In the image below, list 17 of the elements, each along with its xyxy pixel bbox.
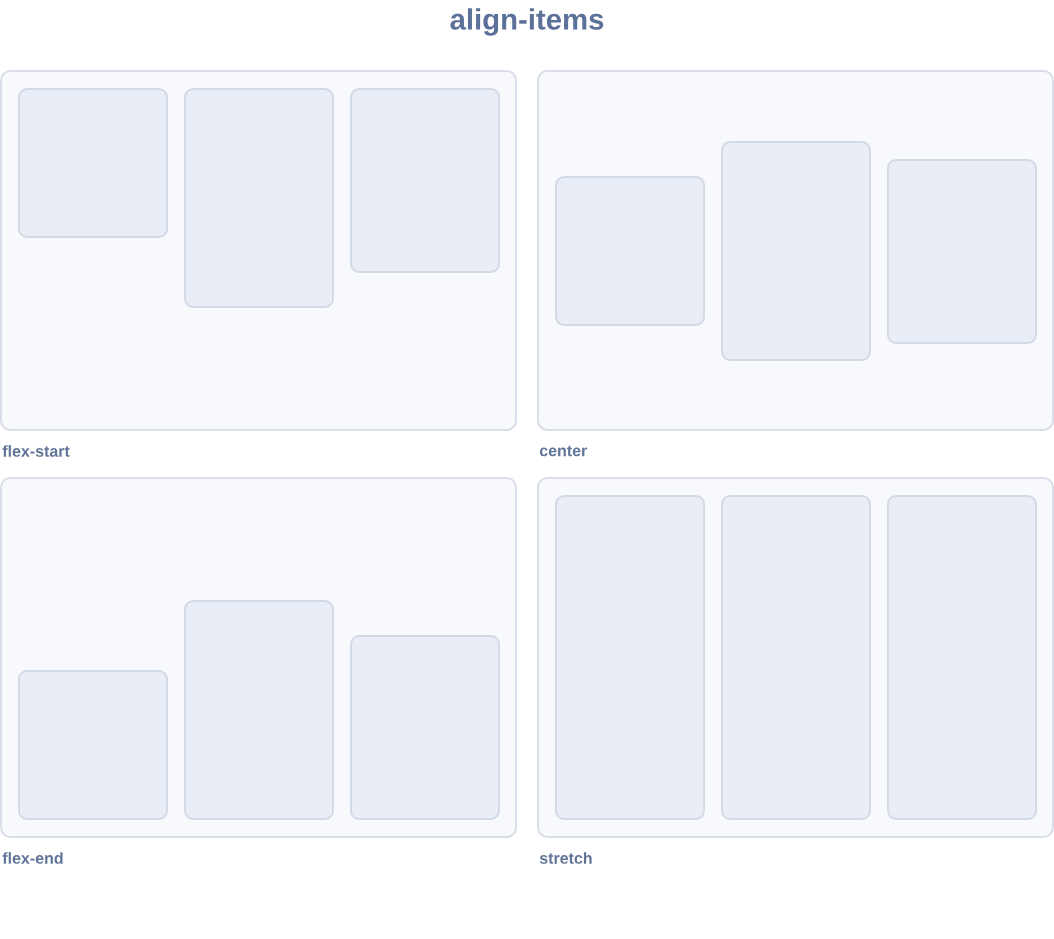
item-box xyxy=(887,159,1037,344)
item-box xyxy=(555,495,705,820)
panel-caption: center xyxy=(539,445,588,457)
item-box xyxy=(721,495,871,820)
item-box xyxy=(350,635,500,820)
title: align-items xyxy=(450,8,604,36)
panel-caption: flex-end xyxy=(2,852,63,864)
item-box xyxy=(350,88,500,273)
panel-caption: stretch xyxy=(539,852,592,864)
item-box xyxy=(555,176,705,326)
item-box xyxy=(887,495,1037,820)
item-box xyxy=(18,88,168,238)
item-box xyxy=(18,670,168,820)
item-box xyxy=(721,141,871,361)
panel-caption: flex-start xyxy=(2,445,70,457)
item-box xyxy=(184,88,334,308)
item-box xyxy=(184,600,334,820)
